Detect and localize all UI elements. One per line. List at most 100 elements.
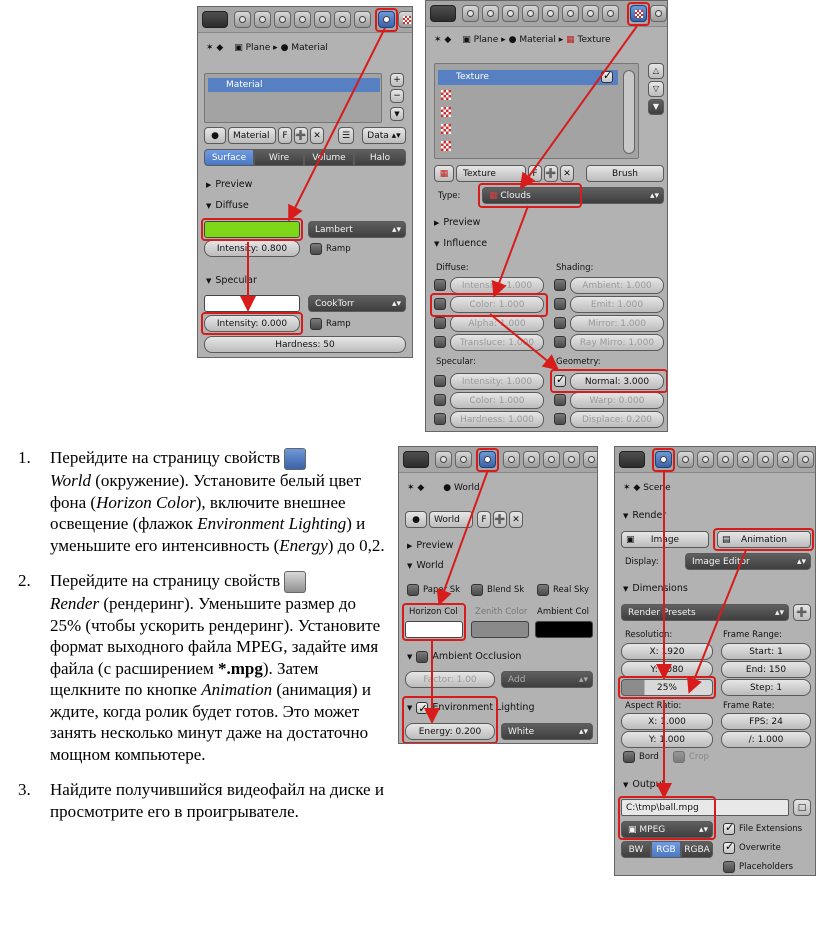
fps-field[interactable]: FPS: 24	[721, 713, 811, 730]
fake-user-button[interactable]: F	[278, 127, 292, 144]
specular-ramp-checkbox[interactable]	[310, 318, 322, 330]
fake-user-button[interactable]: F	[528, 165, 542, 182]
slot-menu-button[interactable]: ▼	[648, 99, 664, 115]
displace-slider[interactable]: Displace: 0.200	[570, 411, 664, 428]
modifiers-tab-icon[interactable]	[334, 11, 351, 28]
paper-sky-checkbox[interactable]	[407, 584, 419, 596]
scene-tab-icon[interactable]	[482, 5, 499, 22]
render-tab-icon[interactable]	[435, 451, 452, 468]
ray-mirror-slider[interactable]: Ray Mirro: 1.000	[570, 334, 664, 351]
spec-intensity-slider[interactable]: Intensity: 1.000	[450, 373, 544, 390]
file-extensions-checkbox[interactable]	[723, 821, 735, 835]
specular-header[interactable]: Specular	[200, 272, 410, 289]
editor-type-icon[interactable]	[202, 11, 228, 28]
unlink-texture-button[interactable]: ✕	[560, 165, 574, 182]
ambient-occlusion-header[interactable]: Ambient Occlusion	[401, 648, 595, 665]
scene-tab-icon[interactable]	[677, 451, 694, 468]
render-tab-icon[interactable]	[234, 11, 251, 28]
diffuse-shader-dropdown[interactable]: Lambert▴▾	[308, 221, 406, 238]
specular-intensity-slider[interactable]: Intensity: 0.000	[204, 315, 300, 332]
ambient-color-swatch[interactable]	[535, 621, 593, 638]
warp-slider[interactable]: Warp: 0.000	[570, 392, 664, 409]
emit-checkbox[interactable]	[554, 298, 566, 310]
normal-slider[interactable]: Normal: 3.000	[570, 373, 664, 390]
tab-volume[interactable]: Volume	[304, 149, 354, 166]
material-tab-icon[interactable]	[602, 5, 619, 22]
render-tab-icon[interactable]	[462, 5, 479, 22]
spec-color-slider[interactable]: Color: 1.000	[450, 392, 544, 409]
crop-checkbox[interactable]	[673, 751, 685, 763]
ambient-slider[interactable]: Ambient: 1.000	[570, 277, 664, 294]
empty-slot-icon[interactable]	[441, 90, 451, 100]
material-tab-icon[interactable]	[378, 11, 395, 28]
intensity-slider[interactable]: Intensity: 1.000	[450, 277, 544, 294]
object-tab-icon[interactable]	[294, 11, 311, 28]
data-tab-icon[interactable]	[354, 11, 371, 28]
normal-checkbox[interactable]	[554, 373, 566, 387]
render-image-button[interactable]: ▣Image	[621, 531, 709, 548]
editor-type-icon[interactable]	[403, 451, 429, 468]
add-preset-button[interactable]: ➕	[793, 604, 811, 621]
world-tab-icon[interactable]	[274, 11, 291, 28]
render-animation-button[interactable]: ▤Animation	[717, 531, 811, 548]
list-item[interactable]: Texture	[438, 70, 618, 85]
ambient-occlusion-checkbox[interactable]	[416, 650, 429, 663]
object-tab-icon[interactable]	[522, 5, 539, 22]
blend-sky-checkbox[interactable]	[471, 584, 483, 596]
empty-slot-icon[interactable]	[441, 107, 451, 117]
tab-halo[interactable]: Halo	[354, 149, 406, 166]
constraints-tab-icon[interactable]	[737, 451, 754, 468]
aspect-y-field[interactable]: Y: 1.000	[621, 731, 713, 748]
aspect-x-field[interactable]: X: 1.000	[621, 713, 713, 730]
particles-tab-icon[interactable]	[650, 5, 667, 22]
display-dropdown[interactable]: Image Editor▴▾	[685, 553, 811, 570]
texture-enabled-checkbox[interactable]	[601, 69, 613, 83]
displace-checkbox[interactable]	[554, 413, 566, 425]
render-header[interactable]: Render	[617, 507, 813, 524]
modifiers-tab-icon[interactable]	[543, 451, 560, 468]
world-tab-icon[interactable]	[697, 451, 714, 468]
move-up-button[interactable]: △	[648, 63, 664, 79]
texture-name-field[interactable]: Texture	[456, 165, 526, 182]
constraints-tab-icon[interactable]	[523, 451, 540, 468]
ambient-checkbox[interactable]	[554, 279, 566, 291]
rgba-button[interactable]: RGBA	[681, 841, 713, 858]
blend-mode-dropdown[interactable]: Add▴▾	[501, 671, 593, 688]
move-down-button[interactable]: ▽	[648, 81, 664, 97]
link-data-dropdown[interactable]: Data ▴▾	[362, 127, 406, 144]
intensity-checkbox[interactable]	[434, 279, 446, 291]
mirror-slider[interactable]: Mirror: 1.000	[570, 315, 664, 332]
scene-tab-icon[interactable]	[254, 11, 271, 28]
overwrite-checkbox[interactable]	[723, 840, 735, 854]
material-tab-icon[interactable]	[797, 451, 814, 468]
editor-type-icon[interactable]	[619, 451, 645, 468]
remove-slot-button[interactable]: −	[390, 89, 404, 103]
specular-color-swatch[interactable]	[204, 295, 300, 312]
world-header[interactable]: World	[401, 557, 595, 574]
link-type-icon[interactable]: ☰	[338, 127, 354, 144]
spec-color-checkbox[interactable]	[434, 394, 446, 406]
influence-header[interactable]: Influence	[428, 235, 665, 252]
preview-header[interactable]: Preview	[401, 537, 595, 554]
resolution-x-field[interactable]: X: 1920	[621, 643, 713, 660]
scene-tab-icon[interactable]	[455, 451, 472, 468]
constraints-tab-icon[interactable]	[314, 11, 331, 28]
pin-icon[interactable]: ✶	[623, 483, 631, 493]
file-format-dropdown[interactable]: ▣ MPEG▴▾	[621, 821, 713, 838]
bw-button[interactable]: BW	[621, 841, 651, 858]
color-checkbox[interactable]	[434, 298, 446, 310]
frame-start-field[interactable]: Start: 1	[721, 643, 811, 660]
translucency-slider[interactable]: Transluce: 1.000	[450, 334, 544, 351]
world-tab-icon[interactable]	[502, 5, 519, 22]
editor-type-icon[interactable]	[430, 5, 456, 22]
environment-color-dropdown[interactable]: White▴▾	[501, 723, 593, 740]
texture-type-dropdown[interactable]: ▦ Clouds▴▾	[482, 187, 664, 204]
diffuse-intensity-slider[interactable]: Intensity: 0.800	[204, 240, 300, 257]
rgb-button[interactable]: RGB	[651, 841, 681, 858]
modifiers-tab-icon[interactable]	[562, 5, 579, 22]
frame-step-field[interactable]: Step: 1	[721, 679, 811, 696]
world-tab-icon[interactable]	[479, 451, 496, 468]
slot-menu-button[interactable]: ▼	[390, 107, 404, 121]
border-checkbox[interactable]	[623, 751, 635, 763]
new-world-button[interactable]: ➕	[493, 511, 507, 528]
